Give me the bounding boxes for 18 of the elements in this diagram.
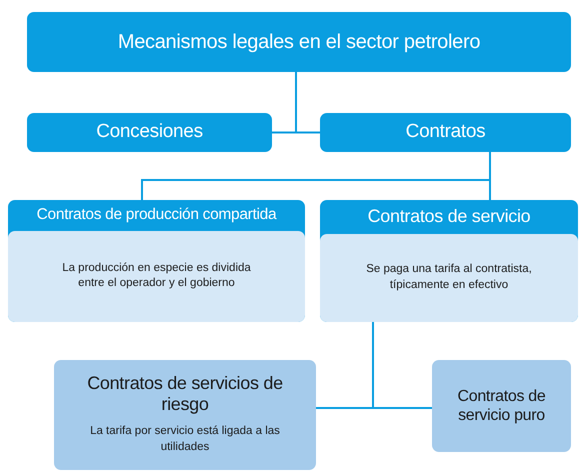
box-heading: Contratos <box>404 121 486 144</box>
box-heading: Mecanismos legales en el sector petrolero <box>116 30 482 54</box>
box-heading: Concesiones <box>95 121 204 144</box>
box-heading: Contratos de servicio <box>366 206 532 228</box>
connector-line <box>372 322 432 409</box>
category-box <box>54 360 316 470</box>
category-box <box>27 12 571 72</box>
box-heading: Contratos de servicio puro <box>456 386 546 426</box>
description-text: Se paga una tarifa al contratista, típicamente en efectivo <box>365 262 533 293</box>
description-text: La tarifa por servicio está ligada a las utilidades <box>89 424 281 455</box>
description-text: La producción en especie es dividida entre el operador y el gobierno <box>61 260 252 292</box>
box-heading: Contratos de producción compartida <box>36 206 278 225</box>
category-panel <box>8 200 305 322</box>
box-heading: Contratos de servicios de riesgo <box>86 372 284 416</box>
category-panel <box>320 200 578 322</box>
category-box <box>432 360 571 452</box>
category-box <box>27 113 272 152</box>
category-box <box>320 113 571 152</box>
